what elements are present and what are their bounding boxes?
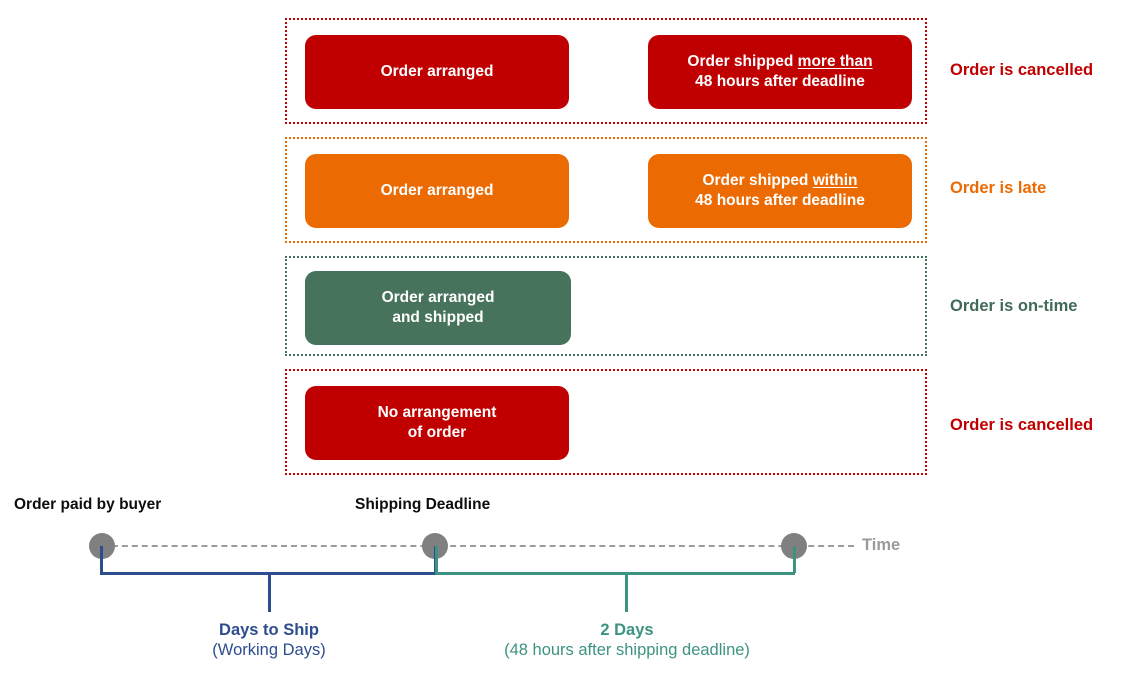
- block-text: Order shipped within 48 hours after deadl…: [695, 171, 865, 212]
- block-line-1-emphasis: more than: [797, 52, 873, 70]
- block-line-2: of order: [407, 424, 467, 441]
- span-caption-title: Days to Ship: [219, 621, 319, 639]
- scenario-row-cancelled-late-shipment: Order arranged Order shipped more than 48…: [285, 18, 927, 124]
- block-line-1-prefix: Order shipped: [687, 52, 798, 70]
- block-line-1: Order arranged: [381, 288, 495, 306]
- outcome-label-cancelled-no-arrangement: Order is cancelled: [950, 416, 1094, 434]
- span-caption-days-to-ship: Days to Ship (Working Days): [212, 621, 325, 660]
- timeline-axis-label: Time: [862, 536, 901, 554]
- span-bracket-two-days-left: [435, 546, 438, 573]
- span-caption-title: 2 Days: [600, 621, 654, 639]
- scenario-row-on-time: Order arranged and shipped: [285, 256, 927, 356]
- block-order-arranged: Order arranged: [305, 35, 569, 109]
- block-order-shipped-within: Order shipped within 48 hours after deadl…: [648, 154, 912, 228]
- block-line-2: and shipped: [392, 309, 484, 326]
- outcome-label-on-time: Order is on-time: [950, 297, 1078, 315]
- span-bracket-days-to-ship-left: [100, 546, 103, 573]
- block-line-1: Order arranged: [380, 62, 494, 80]
- block-text: Order arranged and shipped: [382, 288, 495, 329]
- span-bracket-days-to-ship-tick: [268, 573, 271, 612]
- outcome-label-cancelled-late-shipment: Order is cancelled: [950, 61, 1094, 79]
- block-line-2: 48 hours after deadline: [695, 192, 865, 209]
- span-bracket-two-days-bar: [435, 572, 795, 575]
- block-line-1: No arrangement: [377, 403, 497, 421]
- timeline-node-label-order-paid: Order paid by buyer: [14, 496, 162, 513]
- span-caption-subtitle: (Working Days): [212, 641, 326, 659]
- block-order-arranged: Order arranged: [305, 154, 569, 228]
- span-caption-subtitle: (48 hours after shipping deadline): [504, 641, 750, 659]
- span-bracket-two-days-tick: [625, 573, 628, 612]
- block-text: Order shipped more than 48 hours after de…: [687, 52, 872, 93]
- block-no-arrangement-of-order: No arrangement of order: [305, 386, 569, 460]
- block-line-1-prefix: Order shipped: [702, 171, 813, 189]
- timeline-axis: [102, 545, 854, 547]
- block-order-arranged-and-shipped: Order arranged and shipped: [305, 271, 571, 345]
- block-line-2: 48 hours after deadline: [695, 73, 865, 90]
- outcome-label-late: Order is late: [950, 179, 1047, 197]
- block-text: No arrangement of order: [378, 403, 497, 444]
- block-order-shipped-late: Order shipped more than 48 hours after de…: [648, 35, 912, 109]
- block-line-1-emphasis: within: [812, 171, 858, 189]
- timeline-node-label-shipping-deadline: Shipping Deadline: [355, 496, 491, 513]
- block-line-1: Order arranged: [380, 181, 494, 199]
- scenario-row-late-shipment: Order arranged Order shipped within 48 ho…: [285, 137, 927, 243]
- scenario-row-no-arrangement: No arrangement of order: [285, 369, 927, 475]
- span-bracket-two-days-right: [793, 546, 796, 573]
- span-caption-two-days: 2 Days (48 hours after shipping deadline…: [504, 621, 750, 660]
